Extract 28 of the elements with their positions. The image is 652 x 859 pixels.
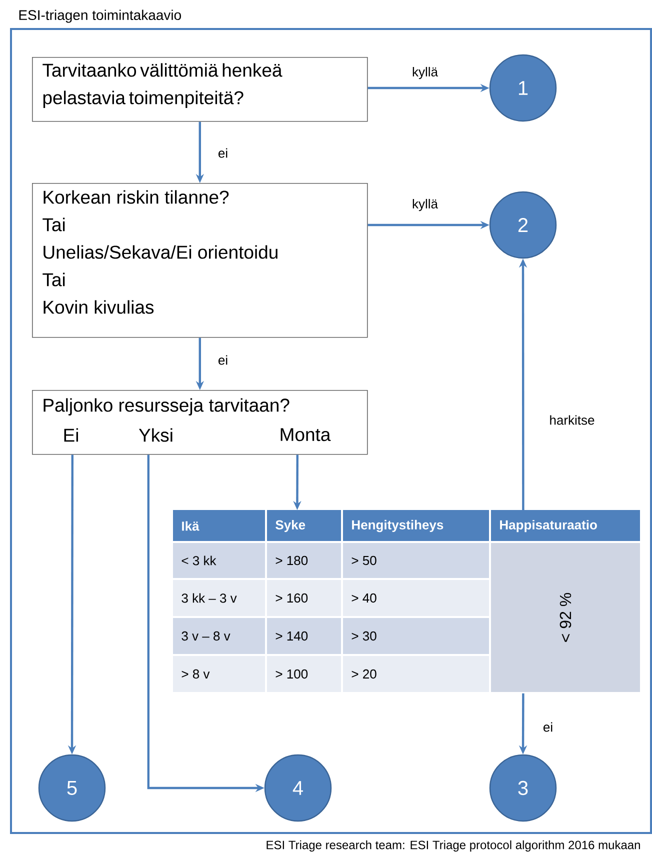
edge-label: harkitse — [548, 414, 596, 426]
caption: ESI Triage research team: ESI Triage protocol algorithm 2016 mukaan — [266, 840, 640, 852]
header-cell: Hengitystiheys — [343, 510, 489, 541]
header-cell: Syke — [267, 510, 341, 541]
table-cell: > 8 v — [173, 656, 265, 692]
question-box: Tarvitaanko välittömiä henkeä pelastavia toimenpiteitä? — [32, 57, 368, 122]
table-cell: 3 v – 8 v — [173, 618, 265, 654]
edge-label: ei — [216, 147, 230, 159]
table-cell: > 40 — [343, 580, 489, 616]
table-cell: > 50 — [343, 543, 489, 578]
table-cell: > 100 — [267, 656, 341, 692]
table-cell: > 140 — [267, 618, 341, 654]
header-cell: Ikä — [173, 510, 265, 541]
question-box: Korkean riskin tilanne? Tai Unelias/Sekava/Ei orientoidu Tai Kovin kivulias — [32, 183, 368, 338]
table-cell: < 3 kk — [173, 543, 265, 578]
table-cell: 3 kk – 3 v — [173, 580, 265, 616]
edge-label: ei — [542, 721, 554, 733]
edge-label: kyllä — [411, 198, 439, 212]
question-box: Paljonko resursseja tarvitaan? Ei Yksi Monta — [32, 390, 368, 455]
table-cell: > 20 — [343, 656, 489, 692]
node-label: ESI-triagen toimintakaavio — [19, 10, 181, 23]
edge-label: kyllä — [411, 66, 439, 80]
table-cell: > 160 — [267, 580, 341, 616]
header-cell: Happisaturaatio — [491, 510, 640, 541]
table-cell: > 30 — [343, 618, 489, 654]
edge-label: ei — [216, 354, 230, 366]
table-cell: > 180 — [267, 543, 341, 578]
table-cell: < 92 % — [491, 543, 640, 692]
